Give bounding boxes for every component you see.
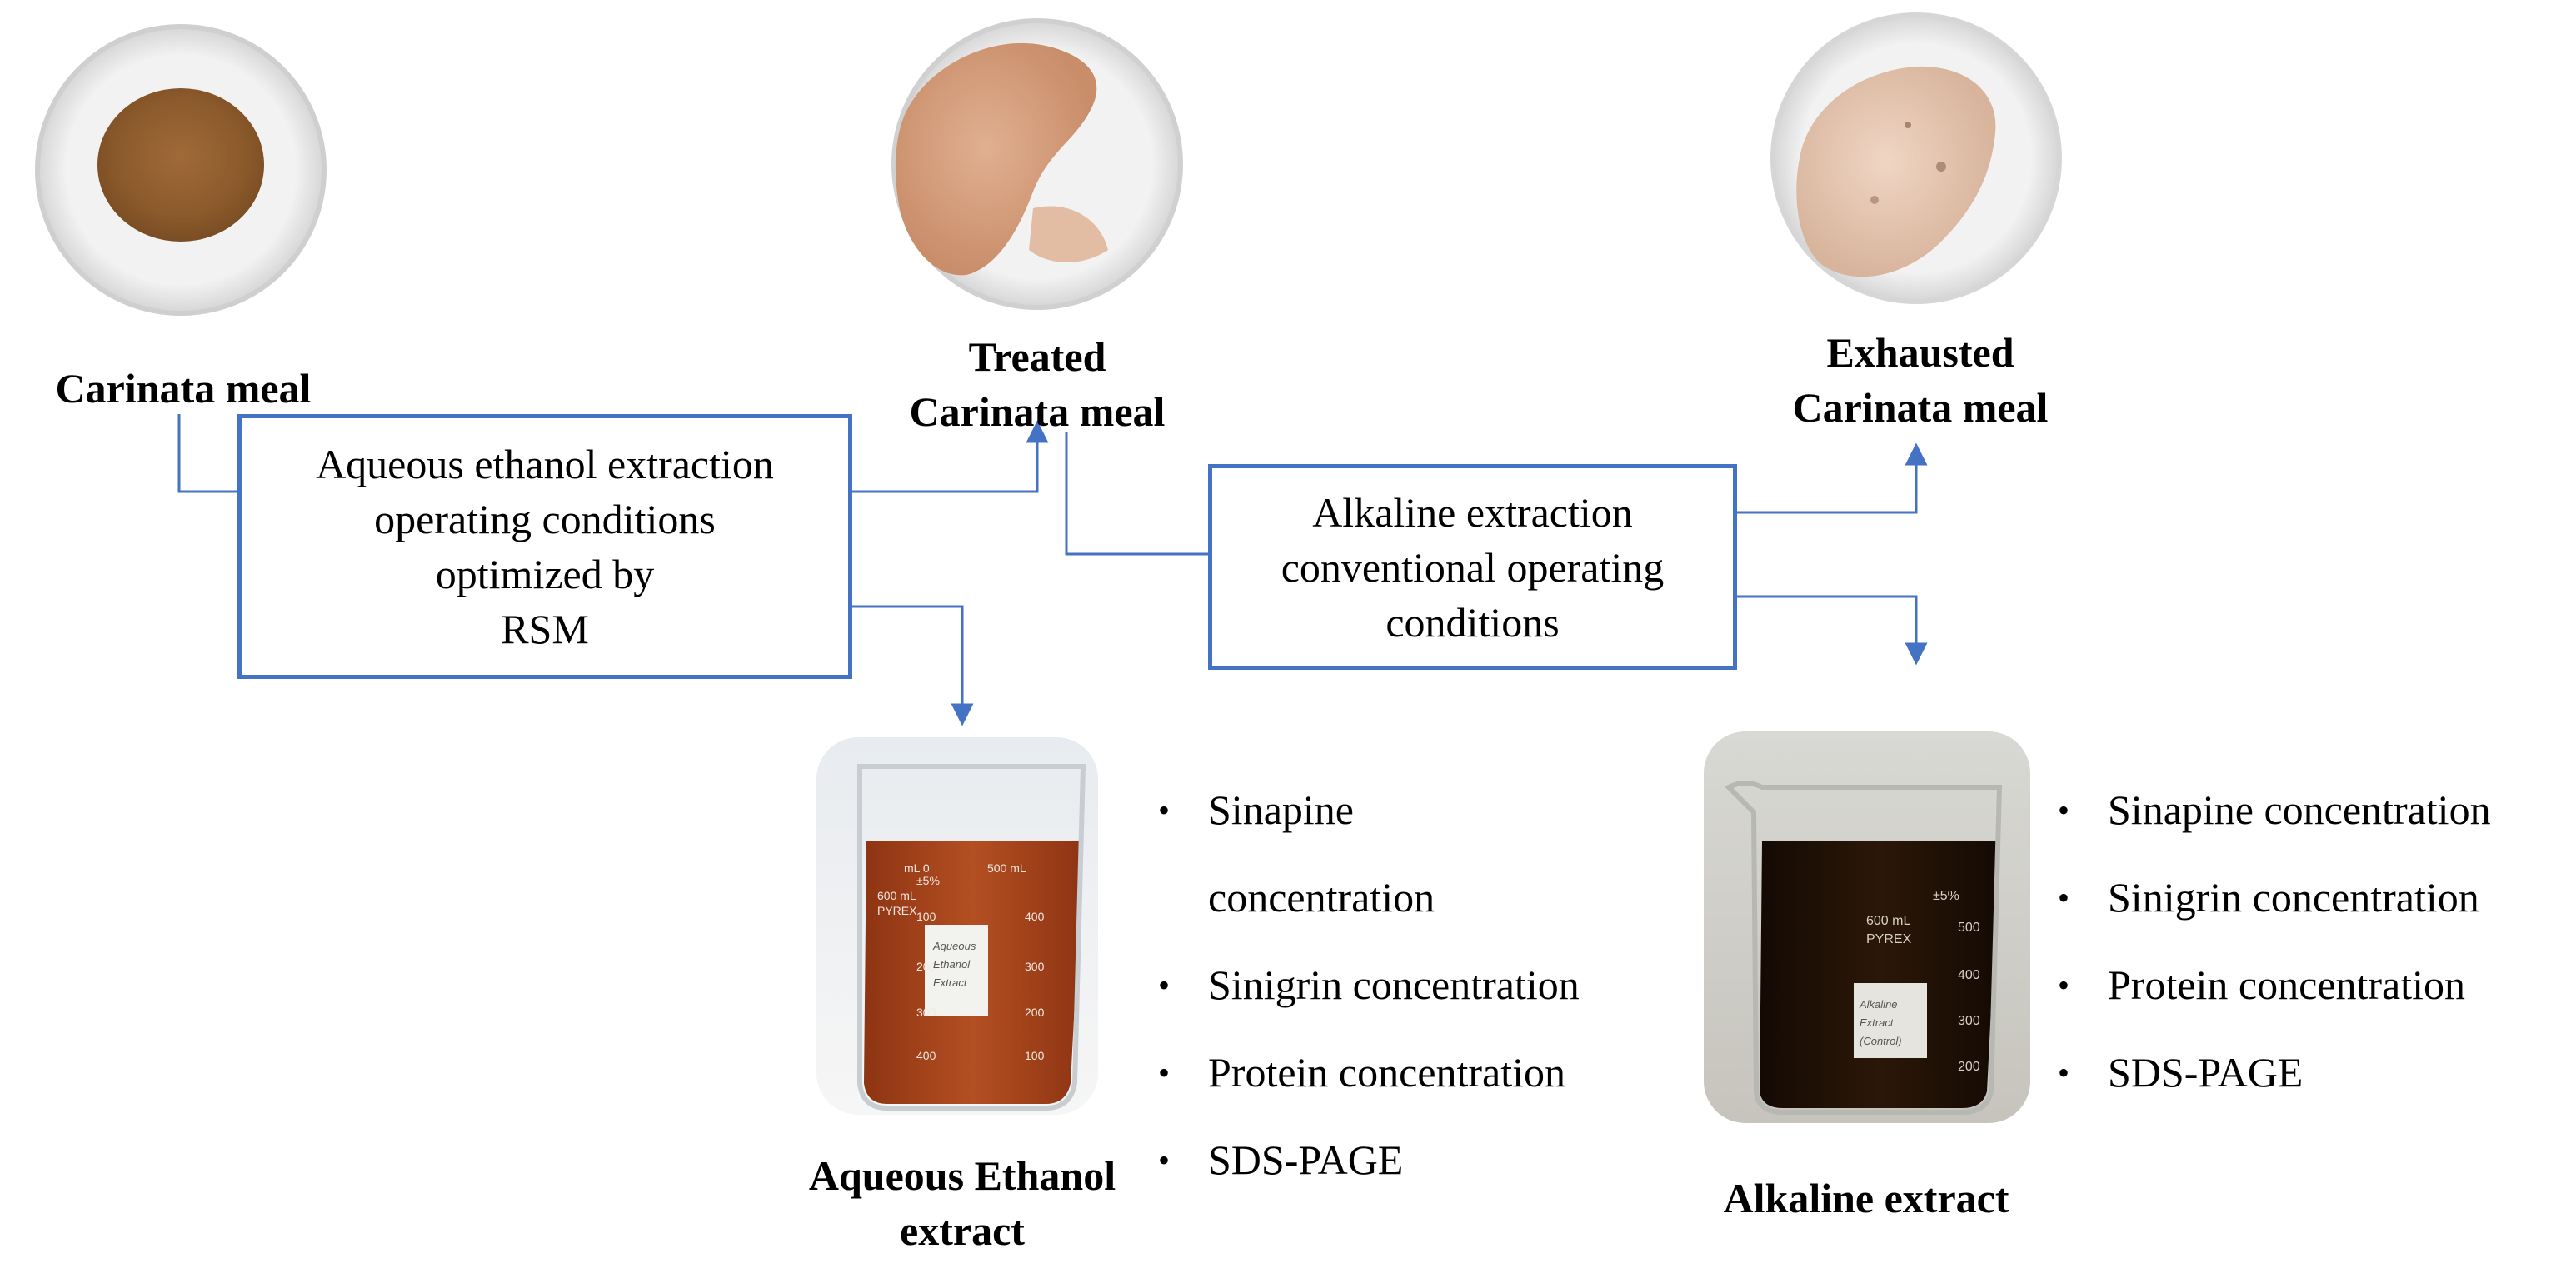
alkaline-analyses-list: Sinapine concentration Sinigrin concentr… [2058,766,2491,1116]
svg-text:mL 0: mL 0 [904,861,930,875]
svg-text:400: 400 [916,1049,936,1062]
arrow-to-alkaline-extract [1737,595,1928,666]
analysis-item: Protein concentration [2058,941,2491,1029]
alkaline-extract-label: Alkaline extract [1723,1175,2009,1221]
analysis-item: SDS-PAGE [2058,1029,2491,1116]
svg-text:500 mL: 500 mL [987,861,1026,875]
svg-text:Extract: Extract [933,976,968,989]
svg-text:600 mL: 600 mL [1866,914,1910,928]
treated-meal-label: Treated Carinata meal [909,333,1166,435]
svg-text:100: 100 [1025,1049,1045,1062]
arrow-to-treated-meal [852,420,1049,493]
svg-text:Alkaline: Alkaline [1859,998,1898,1011]
ethanol-extraction-box: Aqueous ethanol extraction operating con… [237,414,852,679]
svg-text:PYREX: PYREX [877,904,917,917]
exhausted-meal-photo [1770,12,2062,304]
svg-text:±5%: ±5% [1933,889,1959,903]
arrow-to-ethanol-extract [852,605,974,726]
svg-text:±5%: ±5% [916,874,940,887]
carinata-meal-photo [35,24,327,316]
svg-text:Ethanol: Ethanol [933,958,971,971]
ethanol-extract-photo: mL 0 500 mL 600 mL PYREX ±5% 100 200 300… [816,737,1098,1115]
svg-text:500: 500 [1958,921,1980,935]
svg-text:PYREX: PYREX [1866,932,1912,946]
alkaline-extraction-box: Alkaline extraction conventional operati… [1208,464,1737,670]
svg-text:300: 300 [1025,960,1045,973]
svg-text:Aqueous: Aqueous [932,940,976,952]
exhausted-meal-label: Exhausted Carinata meal [1792,329,2049,431]
analysis-item: SDS-PAGE [1158,1116,1580,1204]
svg-text:Extract: Extract [1860,1016,1895,1029]
connector-treated-to-alkaline-extraction [1065,432,1212,556]
analysis-item: Sinigrin concentration [1158,941,1580,1029]
analysis-item: Sinigrin concentration [2058,854,2491,941]
treated-meal-photo [891,18,1183,310]
analysis-item-continuation: concentration [1208,874,1435,921]
svg-text:200: 200 [916,960,936,973]
svg-text:400: 400 [1025,910,1045,923]
alkaline-extract-photo: 600 mL PYREX ±5% 500 400 300 200 Alkalin… [1704,731,2030,1123]
arrow-to-exhausted-meal [1737,442,1928,514]
svg-text:100: 100 [916,910,936,923]
svg-text:600 mL: 600 mL [877,889,916,902]
svg-text:200: 200 [1025,1006,1045,1019]
svg-text:300: 300 [1958,1014,1980,1028]
ethanol-analyses-list: Sinapine concentration Sinigrin concentr… [1158,766,1580,1204]
analysis-item: Protein concentration [1158,1029,1580,1116]
analysis-item: Sinapine [1158,766,1580,854]
svg-text:200: 200 [1958,1060,1980,1074]
svg-text:300: 300 [916,1006,936,1019]
svg-text:400: 400 [1958,968,1980,982]
ethanol-extract-label: Aqueous Ethanol extract [808,1152,1116,1254]
svg-text:(Control): (Control) [1860,1035,1902,1047]
analysis-item: Sinapine concentration [2058,766,2491,854]
carinata-meal-label: Carinata meal [55,365,312,412]
